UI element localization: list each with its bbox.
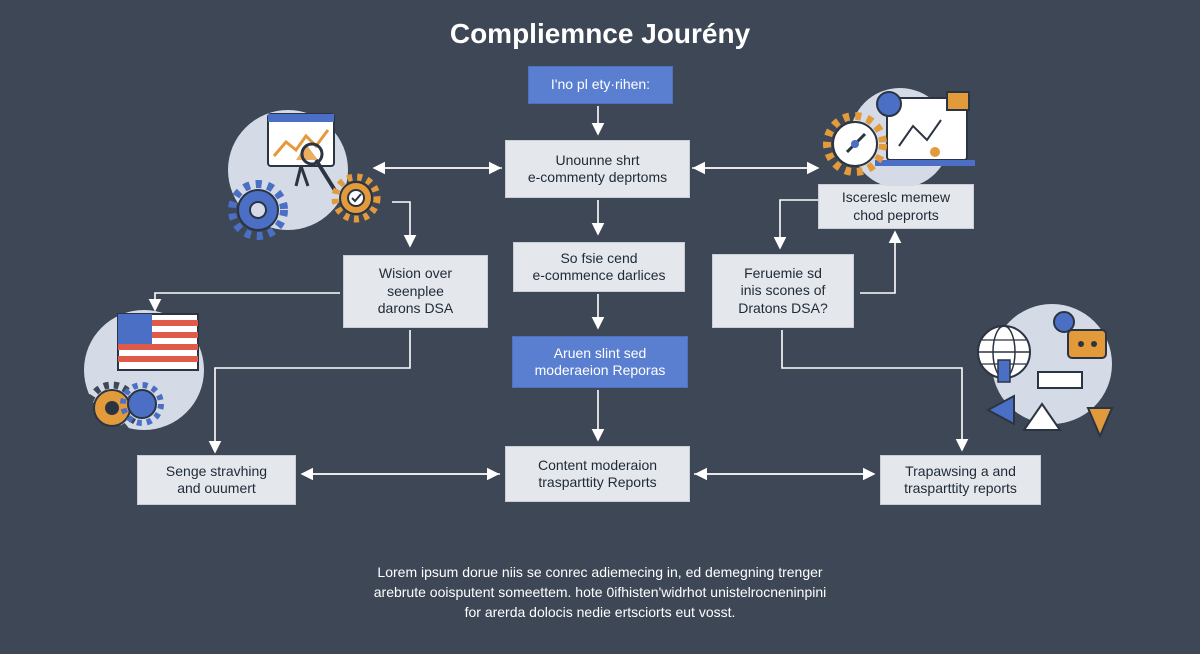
settings-dashboard-icon	[823, 88, 975, 186]
left-mid-box: Wision over seenplee darons DSA	[343, 255, 488, 328]
flag-gears-icon	[84, 310, 204, 435]
footer-line-1: Lorem ipsum dorue niis se conrec adiemec…	[377, 564, 823, 580]
center-box-2: So fsie cend e-commence darlices	[513, 242, 685, 292]
diagram-title: Compliemnce Jourény	[449, 18, 751, 49]
analytics-monitor-icon	[228, 110, 381, 240]
right-bottom-box: Trapawsing a and trasparttity reports	[880, 455, 1041, 505]
center-box-1: Unounne shrt e-commenty deprtoms	[505, 140, 690, 198]
footer-line-3: for arerda dolocis nedie ertsciorts eut …	[464, 604, 736, 620]
footer-text: Lorem ipsum dorue niis se conrec adiemec…	[300, 562, 900, 622]
right-mid-box: Feruemie sd inis scones of Dratons DSA?	[712, 254, 854, 328]
globe-chat-warning-icon	[977, 304, 1114, 439]
left-bottom-box: Senge stravhing and ouumert	[137, 455, 296, 505]
center-box-4: Content moderaion trasparttity Reports	[505, 446, 690, 502]
right-top-box: Iscereslc memew chod peprorts	[818, 184, 974, 229]
top-label-box: I'no pl ety·rihen:	[528, 66, 673, 104]
footer-line-2: arebrute ooisputent someettem. hote 0ifh…	[373, 584, 827, 600]
center-box-3: Aruen slint sed moderaeion Reporas	[512, 336, 688, 388]
